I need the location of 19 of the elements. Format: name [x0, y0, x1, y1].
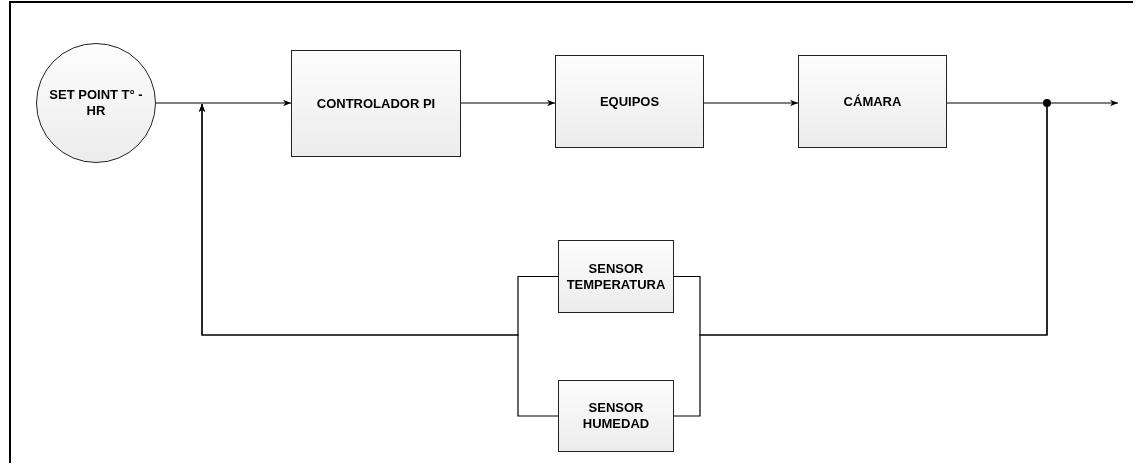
block-label: SET POINT T° - HR: [48, 87, 144, 119]
block-label: EQUIPOS: [598, 93, 661, 110]
block-box: [798, 55, 947, 148]
block-box: [558, 240, 674, 313]
junction-dot: [1043, 99, 1051, 107]
connector-line: [946, 102, 1044, 104]
connector-line: [673, 106, 1048, 417]
block-label: SENSOR HUMEDAD: [581, 400, 651, 432]
arrow: [703, 99, 799, 107]
arrow: [155, 99, 292, 107]
arrow: [198, 103, 559, 417]
block-label: CÁMARA: [842, 93, 903, 110]
block-box: [555, 55, 704, 148]
arrow: [460, 99, 556, 107]
block-box: [558, 380, 674, 452]
block-box: [291, 50, 461, 157]
block-label: SENSOR TEMPERATURA: [565, 260, 667, 293]
block-label: CONTROLADOR PI: [315, 95, 437, 112]
arrow: [1050, 99, 1119, 107]
